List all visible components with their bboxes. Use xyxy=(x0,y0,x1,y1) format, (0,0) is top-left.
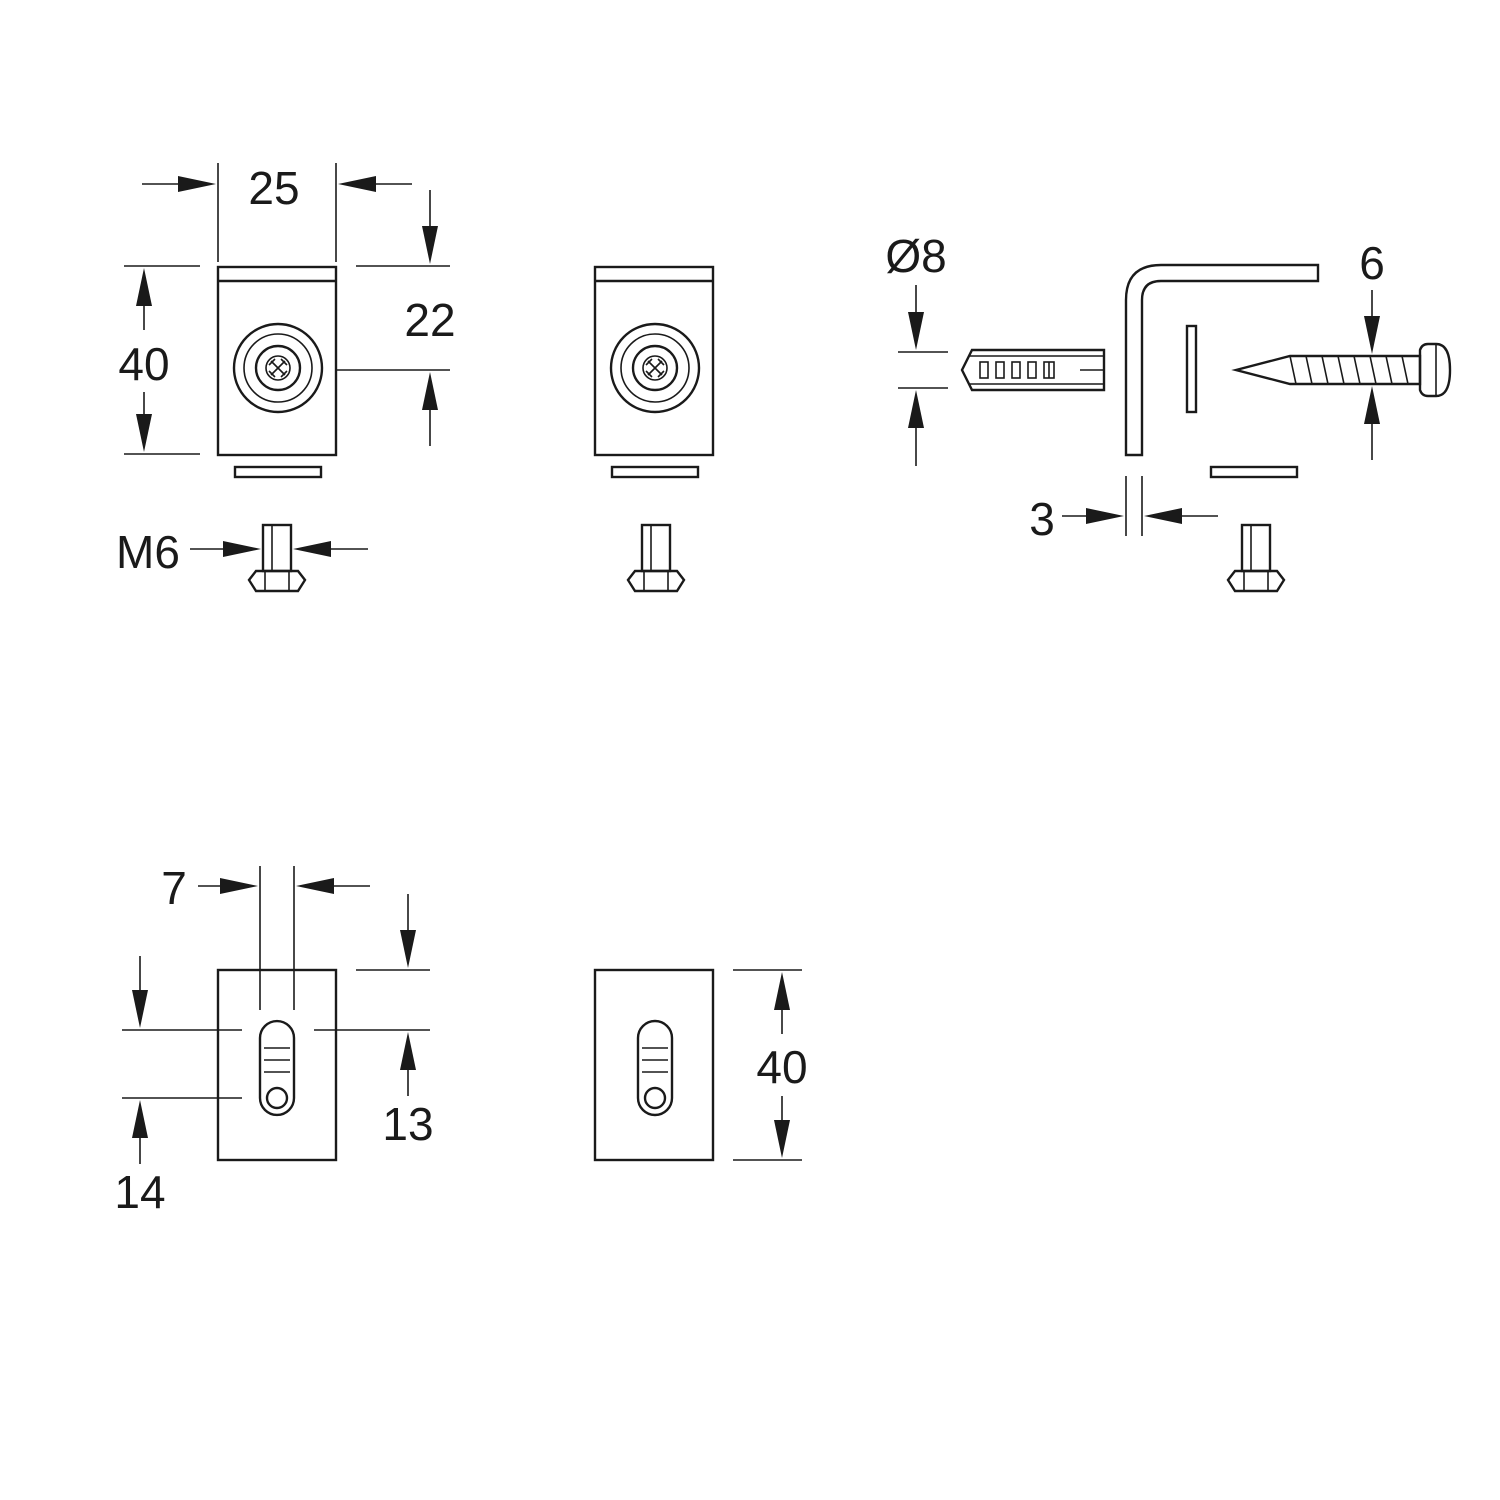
dimension-label-d8: Ø8 xyxy=(885,230,946,282)
dimension-label-14: 14 xyxy=(114,1166,165,1218)
dimension-width-25: 25 xyxy=(142,162,412,262)
dimension-anchor-diameter: Ø8 xyxy=(885,230,948,466)
dimension-plate-height: 40 xyxy=(733,969,808,1161)
wall-anchor xyxy=(960,348,1106,392)
dimension-bracket-thickness: 3 xyxy=(1029,476,1218,545)
dimension-slot-bottom: 14 xyxy=(114,956,242,1218)
dimension-label-22: 22 xyxy=(404,294,455,346)
dimension-bolt-thread: M6 xyxy=(116,526,368,578)
dimension-label-25: 25 xyxy=(248,162,299,214)
bolt-right xyxy=(1226,523,1286,593)
clamp-front-view-dimensioned xyxy=(216,265,338,479)
dimension-label-3: 3 xyxy=(1029,493,1055,545)
dimension-slot-width: 7 xyxy=(161,862,370,1010)
dimension-label-7: 7 xyxy=(161,862,187,914)
clamp-front-view xyxy=(593,265,715,479)
dimension-label-40-bottom: 40 xyxy=(756,1041,807,1093)
dimension-label-6: 6 xyxy=(1359,237,1385,289)
wall-plate-dimensioned xyxy=(216,968,338,1162)
dimension-screw-diameter: 6 xyxy=(1359,237,1385,460)
bolt-front xyxy=(247,523,307,593)
dimension-label-13: 13 xyxy=(382,1098,433,1150)
wall-plate xyxy=(593,968,715,1162)
dimension-hole-offset-22: 22 xyxy=(336,190,456,446)
wood-screw xyxy=(1231,342,1452,398)
angle-bracket xyxy=(1124,263,1320,479)
dimension-slot-top: 13 xyxy=(314,894,434,1150)
bolt-middle xyxy=(626,523,686,593)
dimension-label-40-top: 40 xyxy=(118,338,169,390)
dimension-label-m6: M6 xyxy=(116,526,180,578)
dimension-height-40: 40 xyxy=(118,265,200,455)
